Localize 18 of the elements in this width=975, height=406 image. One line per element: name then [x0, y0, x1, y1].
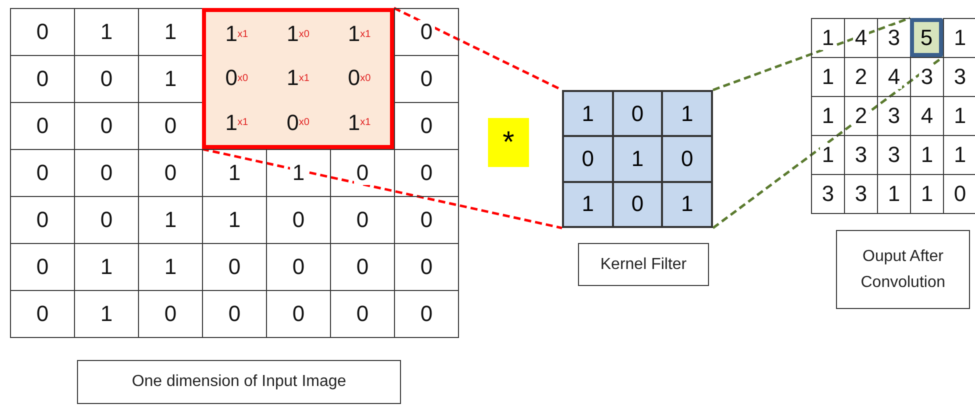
convolution-operator: * [488, 118, 529, 167]
caption-box: One dimension of Input Image [77, 360, 401, 404]
grid-cell: 1 [662, 182, 712, 227]
output-cell: 5 [910, 18, 943, 57]
grid-cell: 0 [563, 136, 613, 182]
dashed-connector [712, 16, 910, 92]
caption-box: Ouput After Convolution [836, 230, 970, 309]
convolution-window [202, 8, 394, 149]
grid-cell: 1 [563, 91, 613, 136]
grid-cell: 0 [662, 136, 712, 182]
grid-cell: 1 [563, 182, 613, 227]
caption-box: Kernel Filter [578, 243, 709, 286]
grid-cell: 0 [612, 91, 662, 136]
kernel-matrix [562, 90, 713, 228]
grid-cell: 0 [612, 182, 662, 227]
grid-cell: 1 [612, 136, 662, 182]
dashed-connector [202, 148, 562, 230]
grid-cell: 1 [662, 91, 712, 136]
